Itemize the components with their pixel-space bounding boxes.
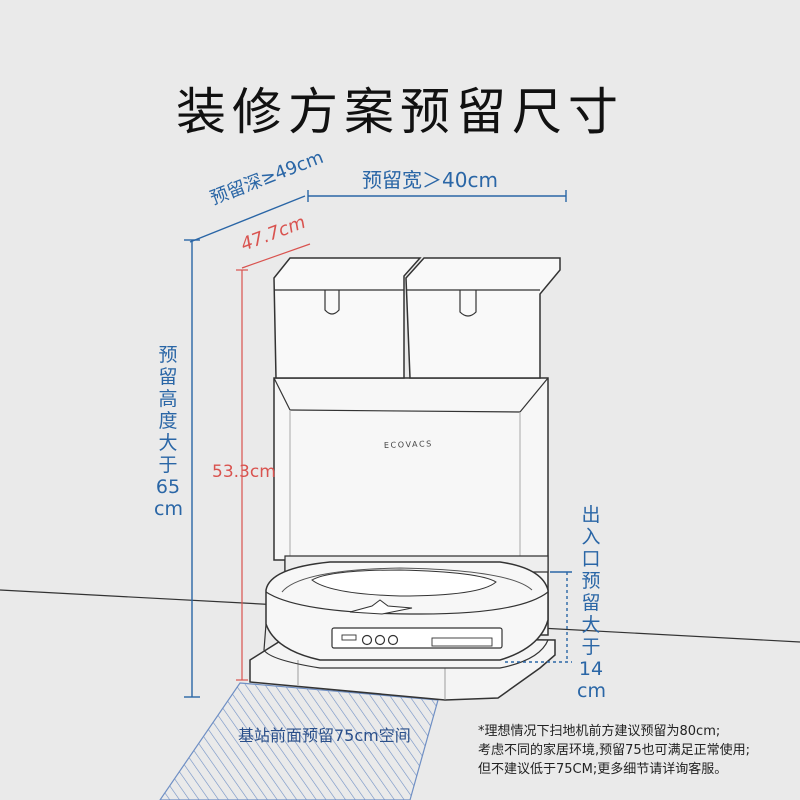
page-title: 装修方案预留尺寸 — [176, 83, 624, 141]
front-space-area — [159, 682, 439, 800]
left-water-tank — [273, 257, 422, 379]
wall-floor-line-right — [539, 627, 800, 643]
note-line: 但不建议低于75CM;更多细节请详询客服。 — [478, 762, 728, 777]
height-outer-label: 预 留 高 度 大 于 65 cm — [154, 344, 183, 520]
inner-height-label: 53.3cm — [212, 462, 276, 482]
brand-logo: ECOVACS — [384, 439, 433, 450]
right-water-tank — [405, 257, 561, 379]
notes-block: *理想情况下扫地机前方建议预留为80cm; 考虑不同的家居环境,预留75也可满足… — [478, 722, 798, 779]
width-label: 预留宽＞40cm — [362, 168, 498, 192]
robot-vacuum — [263, 561, 549, 669]
note-line: *理想情况下扫地机前方建议预留为80cm; — [478, 724, 721, 739]
front-space-label: 基站前面预留75cm空间 — [238, 726, 411, 745]
entry-height-label: 出 入 口 预 留 大 于 14 cm — [577, 504, 606, 702]
wall-floor-line — [0, 589, 281, 606]
dimension-lines-red — [236, 243, 311, 681]
note-line: 考虑不同的家居环境,预留75也可满足正常使用; — [478, 743, 751, 758]
dimension-lines-blue — [184, 190, 572, 698]
